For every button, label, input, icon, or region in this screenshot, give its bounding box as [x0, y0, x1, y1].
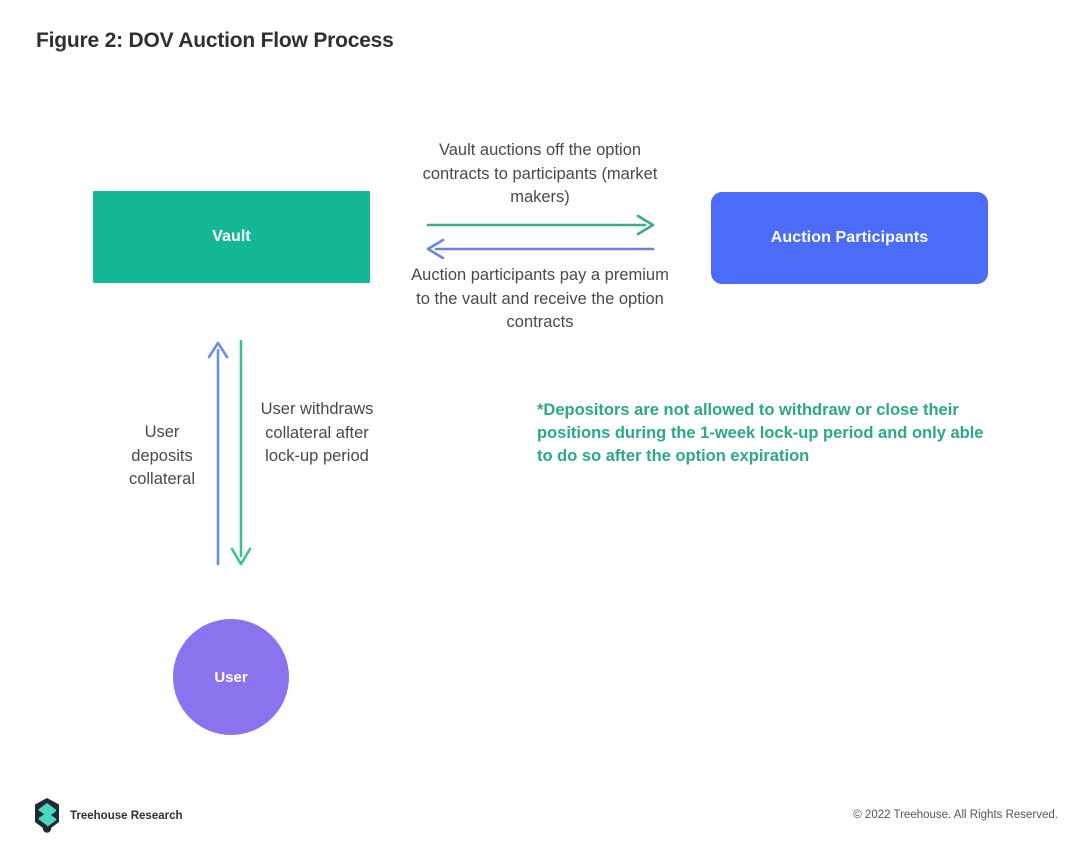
footer-logo-group: Treehouse Research	[33, 797, 183, 835]
user-node: User	[173, 619, 289, 735]
arrow-participants-to-vault	[426, 238, 655, 260]
lockup-note: *Depositors are not allowed to withdraw …	[537, 401, 984, 465]
treehouse-logo-icon	[35, 798, 59, 833]
page-title: Figure 2: DOV Auction Flow Process	[36, 29, 394, 52]
footer-brand-label: Treehouse Research	[70, 810, 183, 822]
vault-node-label: Vault	[212, 228, 251, 245]
auction-participants-node-label: Auction Participants	[770, 229, 929, 246]
user-deposits-flow-label: User deposits collateral	[128, 423, 196, 488]
arrow-user-withdraws	[230, 339, 252, 566]
arrow-vault-to-participants	[426, 214, 655, 236]
vault-node: Vault	[93, 191, 370, 283]
footer-copyright: © 2022 Treehouse. All Rights Reserved.	[853, 809, 1058, 821]
participants-to-vault-flow-label: Auction participants pay a premium to th…	[411, 266, 669, 331]
user-node-label: User	[214, 668, 248, 686]
vault-to-participants-flow-label: Vault auctions off the option contracts …	[422, 141, 658, 206]
user-withdraws-flow-label: User withdraws collateral after lock-up …	[260, 400, 374, 465]
auction-participants-node: Auction Participants	[711, 192, 988, 284]
